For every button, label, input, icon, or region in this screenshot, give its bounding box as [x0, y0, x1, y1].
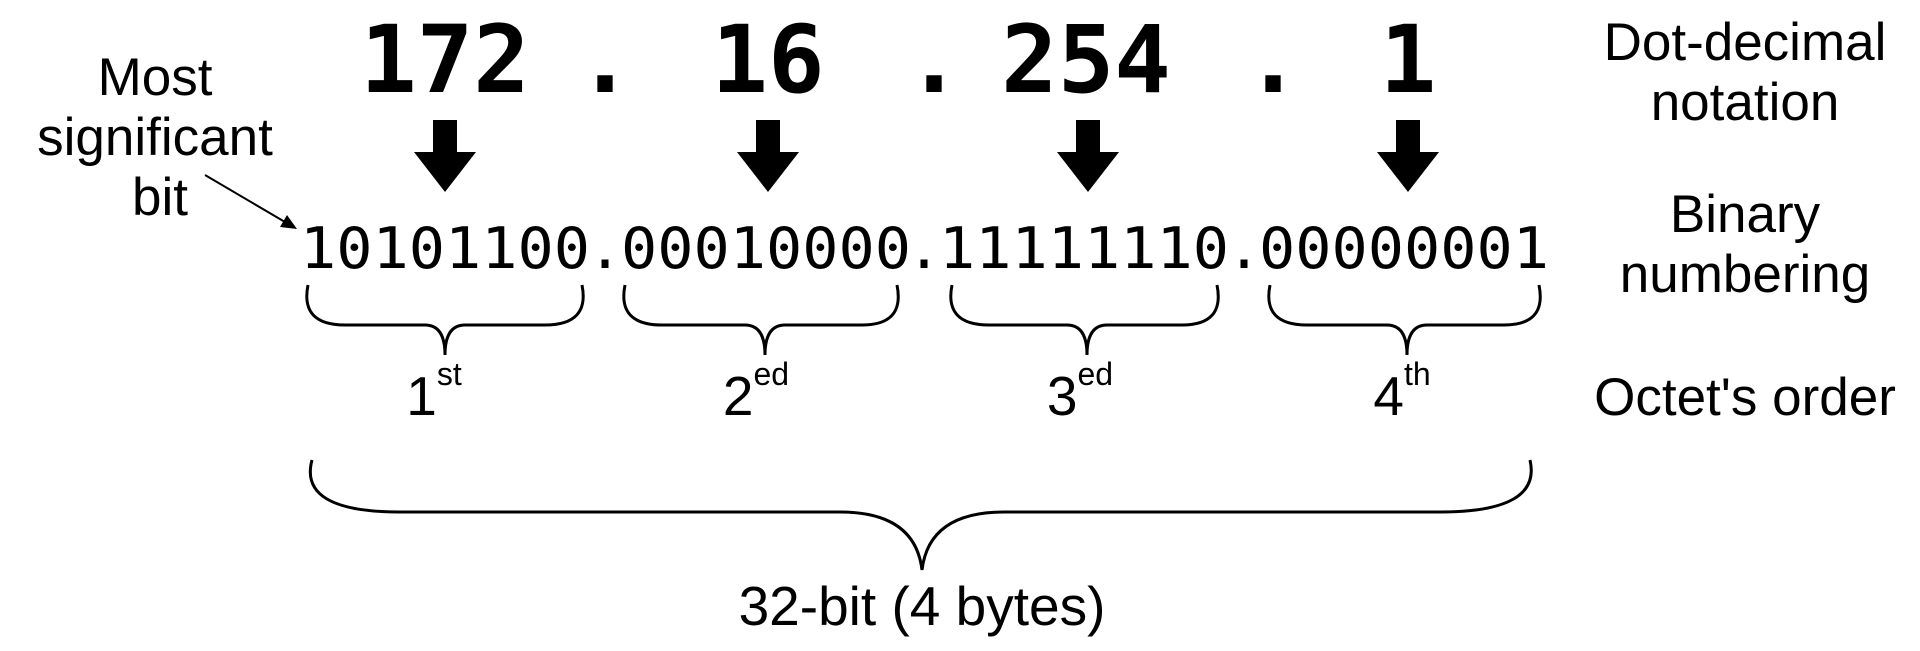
- decimal-octet-3: 254: [1001, 6, 1171, 115]
- down-arrow-icon: [737, 120, 799, 192]
- down-arrow-icon: [1377, 120, 1439, 192]
- binary-dot-2: .: [907, 216, 941, 282]
- octet-brace-3: [949, 284, 1220, 356]
- binary-octet-3: 11111110: [939, 216, 1229, 282]
- decimal-octet-2: 16: [711, 6, 824, 115]
- decimal-dot-2: .: [906, 6, 963, 115]
- decimal-octet-4: 1: [1380, 6, 1437, 115]
- decimal-octet-1: 172: [360, 6, 530, 115]
- decimal-dot-3: .: [1245, 6, 1302, 115]
- octet-order-2: 2ed: [723, 356, 789, 427]
- octet-brace-2: [622, 284, 900, 356]
- binary-dot-1: .: [588, 216, 622, 282]
- total-brace: [308, 459, 1533, 571]
- binary-label-line-1: Binary: [1670, 185, 1821, 244]
- octet-order-4: 4th: [1373, 356, 1430, 427]
- msb-label-line-2: significant: [37, 108, 273, 167]
- total-size-label: 32-bit (4 bytes): [739, 575, 1106, 637]
- down-arrow-icon: [1057, 120, 1119, 192]
- octet-order-label: Octet's order: [1594, 368, 1896, 427]
- down-arrow-icon: [414, 120, 476, 192]
- dot-decimal-label-line-1: Dot-decimal: [1604, 13, 1887, 72]
- msb-pointer-line: [204, 174, 286, 223]
- dot-decimal-label-line-2: notation: [1651, 73, 1840, 132]
- decimal-dot-1: .: [577, 6, 634, 115]
- pointer-arrowhead-icon: [280, 215, 297, 229]
- msb-label-line-1: Most: [98, 48, 213, 107]
- binary-octet-2: 00010000: [621, 216, 911, 282]
- octet-brace-4: [1267, 284, 1542, 356]
- octet-order-1: 1st: [406, 356, 462, 427]
- binary-octet-4: 00000001: [1259, 216, 1549, 282]
- binary-octet-1: 10101100: [300, 216, 590, 282]
- octet-order-3: 3ed: [1047, 356, 1113, 427]
- binary-label-line-2: numbering: [1620, 245, 1870, 304]
- msb-label-line-3: bit: [132, 168, 188, 227]
- octet-brace-1: [305, 284, 585, 356]
- binary-dot-3: .: [1227, 216, 1261, 282]
